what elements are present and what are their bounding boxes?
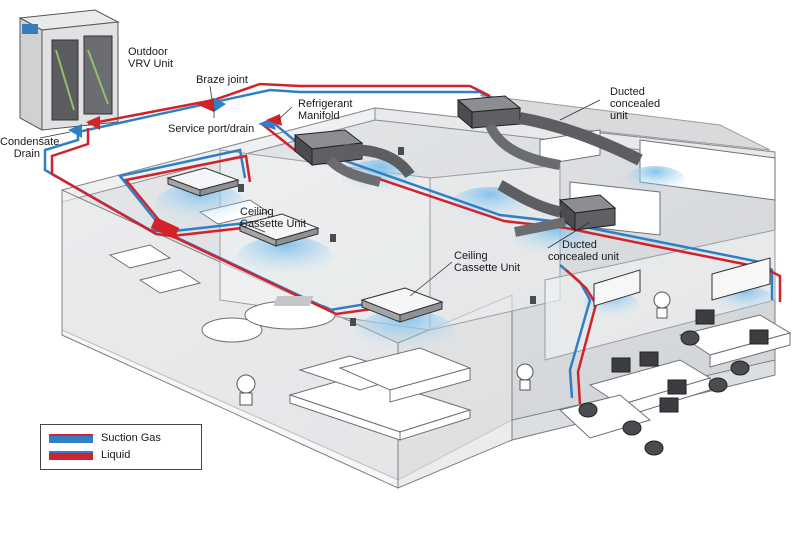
reception-desk [338, 347, 472, 403]
suction-swatch [49, 434, 93, 443]
refrigerant-manifold [258, 114, 282, 130]
cassette-unit-right [273, 287, 444, 323]
thermostats [238, 147, 536, 326]
braze-joint-label: Braze joint [196, 74, 248, 86]
wall-unit-2 [711, 257, 771, 301]
plant-right [516, 291, 671, 391]
office-chairs [578, 330, 750, 456]
leader-lines [39, 85, 601, 297]
plant-left [236, 374, 256, 406]
wall-unit-1 [593, 269, 641, 307]
legend: Suction Gas Liquid [40, 424, 202, 470]
liquid-swatch [49, 451, 93, 460]
pipe-joints [68, 116, 180, 239]
cassette-unit-left [238, 213, 320, 247]
legend-suction-label: Suction Gas [101, 432, 161, 444]
monitors [611, 309, 769, 413]
round-table [201, 300, 336, 343]
service-port-label: Service port/drain [168, 123, 255, 135]
cassette-unit-left-top [166, 167, 240, 197]
ducted-unit-top [456, 95, 643, 170]
airflow [155, 160, 773, 354]
ducted-unit-mid [497, 180, 617, 237]
ducted-unit-left [293, 129, 415, 187]
outdoor-vrv-unit [18, 9, 120, 131]
legend-liquid-label: Liquid [101, 449, 131, 461]
braze-joint [196, 98, 226, 112]
